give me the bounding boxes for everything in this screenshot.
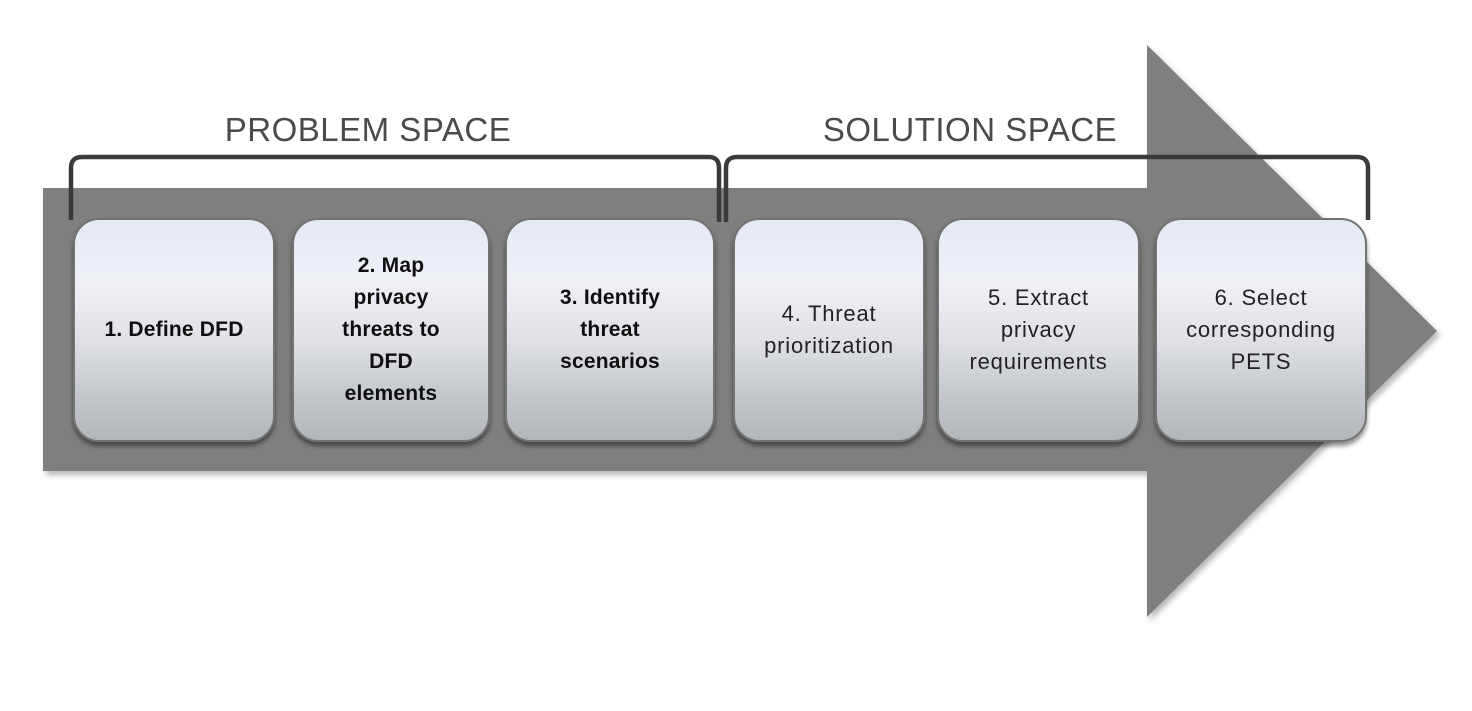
problem-space-label: PROBLEM SPACE xyxy=(224,111,512,148)
step-box-threat-prioritization: 4. Threat prioritization xyxy=(733,218,925,442)
step-box-map-privacy-threats: 2. Map privacy threats to DFD elements xyxy=(292,218,490,442)
solution-space-label: SOLUTION SPACE xyxy=(822,111,1118,148)
step-box-identify-threat-scenarios: 3. Identify threat scenarios xyxy=(505,218,715,442)
step-box-extract-privacy-requirements: 5. Extract privacy requirements xyxy=(937,218,1140,442)
step-box-define-dfd: 1. Define DFD xyxy=(73,218,275,442)
step-box-select-corresponding-pets: 6. Select corresponding PETS xyxy=(1155,218,1367,442)
